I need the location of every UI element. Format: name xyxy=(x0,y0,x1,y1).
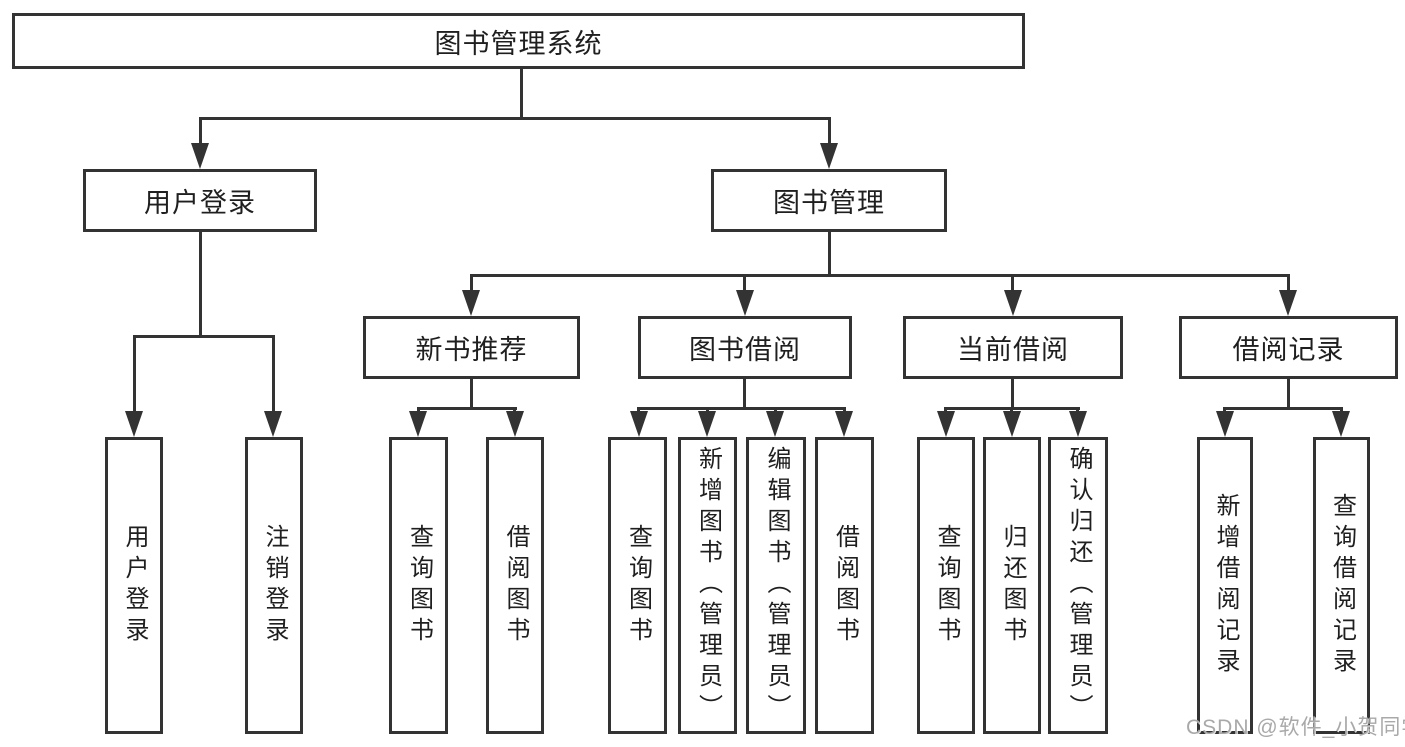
node-label: 用户登录 xyxy=(144,188,256,218)
leaf-confirm-return-admin: 确认归还（管理员） xyxy=(1048,437,1108,734)
connector-line xyxy=(743,274,746,294)
node-label: 用户登录 xyxy=(121,523,148,648)
node-new-book-recommend: 新书推荐 xyxy=(363,316,580,379)
connector-line xyxy=(520,67,523,119)
leaf-logout: 注销登录 xyxy=(245,437,303,734)
node-label: 归还图书 xyxy=(999,523,1026,648)
arrowhead-down xyxy=(409,411,427,437)
arrowhead-down xyxy=(264,411,282,437)
arrowhead-down xyxy=(630,411,648,437)
node-label: 借阅图书 xyxy=(502,523,529,648)
node-current-borrow: 当前借阅 xyxy=(903,316,1123,379)
node-book-management: 图书管理 xyxy=(711,169,947,232)
watermark: CSDN @软件_小贺同学 xyxy=(1186,716,1405,739)
node-label: 查询图书 xyxy=(933,523,960,648)
arrowhead-down xyxy=(937,411,955,437)
arrowhead-down xyxy=(1004,290,1022,316)
connector-line xyxy=(470,274,1289,277)
connector-line xyxy=(272,335,275,415)
arrowhead-down xyxy=(1332,411,1350,437)
connector-line xyxy=(199,232,202,338)
node-label: 查询借阅记录 xyxy=(1328,492,1356,679)
arrowhead-down xyxy=(1216,411,1234,437)
arrowhead-down xyxy=(835,411,853,437)
node-label: 新书推荐 xyxy=(415,335,528,365)
arrowhead-down xyxy=(766,411,784,437)
leaf-borrow-books: 借阅图书 xyxy=(815,437,874,734)
node-user-login: 用户登录 xyxy=(83,169,317,232)
leaf-return-book: 归还图书 xyxy=(983,437,1041,734)
node-label: 借阅记录 xyxy=(1232,335,1345,365)
leaf-query-borrow-record: 查询借阅记录 xyxy=(1313,437,1370,734)
node-root: 图书管理系统 xyxy=(12,13,1025,69)
connector-line xyxy=(1011,379,1014,410)
arrowhead-down xyxy=(736,290,754,316)
leaf-user-login: 用户登录 xyxy=(105,437,163,734)
node-label: 图书管理 xyxy=(773,188,885,218)
node-label: 编辑图书（管理员） xyxy=(763,446,790,725)
arrowhead-down xyxy=(506,411,524,437)
leaf-query-books-current: 查询图书 xyxy=(917,437,975,734)
arrowhead-down xyxy=(698,411,716,437)
connector-line xyxy=(1011,274,1014,294)
leaf-add-borrow-record: 新增借阅记录 xyxy=(1197,437,1253,734)
connector-line xyxy=(417,407,517,410)
connector-line xyxy=(1287,379,1290,410)
node-label: 查询图书 xyxy=(405,523,433,648)
connector-line xyxy=(1223,407,1343,410)
leaf-query-books-recommend: 查询图书 xyxy=(389,437,448,734)
node-label: 确认归还（管理员） xyxy=(1065,446,1092,725)
node-label: 新增借阅记录 xyxy=(1212,492,1239,679)
leaf-borrow-books-recommend: 借阅图书 xyxy=(486,437,544,734)
arrowhead-down xyxy=(1069,411,1087,437)
connector-line xyxy=(828,117,831,147)
node-label: 新增图书（管理员） xyxy=(694,446,722,725)
node-label: 借阅图书 xyxy=(831,523,859,648)
connector-line xyxy=(1287,274,1290,294)
node-label: 查询图书 xyxy=(624,523,652,648)
node-label: 注销登录 xyxy=(261,523,288,648)
arrowhead-down xyxy=(125,411,143,437)
node-borrow-records: 借阅记录 xyxy=(1179,316,1398,379)
arrowhead-down xyxy=(820,143,838,169)
connector-line xyxy=(470,274,473,294)
node-book-borrow: 图书借阅 xyxy=(638,316,852,379)
connector-line xyxy=(133,335,136,415)
node-label: 当前借阅 xyxy=(957,335,1069,365)
node-label: 图书管理系统 xyxy=(434,28,603,59)
connector-line xyxy=(133,335,275,338)
leaf-add-book-admin: 新增图书（管理员） xyxy=(678,437,737,734)
connector-line xyxy=(828,232,831,277)
connector-line xyxy=(637,407,846,410)
arrowhead-down xyxy=(462,290,480,316)
leaf-edit-book-admin: 编辑图书（管理员） xyxy=(746,437,806,734)
connector-line xyxy=(743,379,746,410)
leaf-query-books-borrow: 查询图书 xyxy=(608,437,667,734)
arrowhead-down xyxy=(1003,411,1021,437)
connector-line xyxy=(470,379,473,410)
arrowhead-down xyxy=(1279,290,1297,316)
connector-line xyxy=(199,117,202,147)
arrowhead-down xyxy=(191,143,209,169)
connector-line xyxy=(199,117,831,120)
node-label: 图书借阅 xyxy=(689,335,801,365)
